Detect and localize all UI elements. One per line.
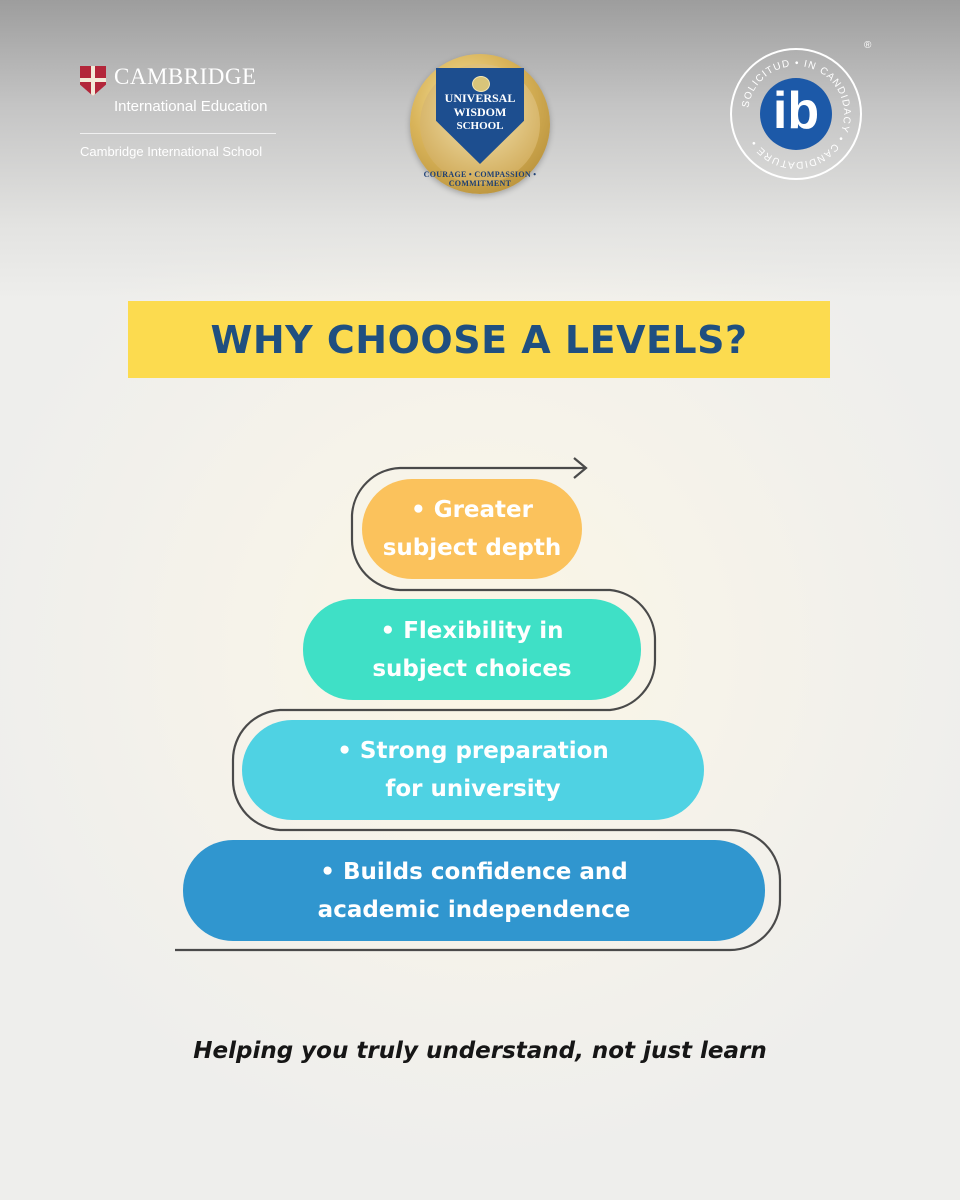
ib-logo: SOLICITUD • IN CANDIDACY • CANDIDATURE •… bbox=[730, 48, 862, 180]
step-4-line-2: academic independence bbox=[317, 896, 631, 923]
ib-mark: ib bbox=[772, 82, 820, 140]
cambridge-logo: CAMBRIDGE International Education Cambri… bbox=[80, 64, 280, 159]
step-builds-confidence: • Builds confidence and academic indepen… bbox=[183, 840, 765, 941]
page-title: WHY CHOOSE A LEVELS? bbox=[210, 317, 748, 362]
ib-core-icon: ib bbox=[760, 78, 832, 150]
emblem-motto: COURAGE • COMPASSION • COMMITMENT bbox=[423, 170, 537, 188]
step-3-line-1: • Strong preparation bbox=[337, 738, 609, 764]
emblem-line-3: SCHOOL bbox=[456, 120, 504, 132]
heading-banner: WHY CHOOSE A LEVELS? bbox=[128, 301, 830, 378]
tagline: Helping you truly understand, not just l… bbox=[193, 1038, 767, 1064]
step-1-line-1: • Greater bbox=[410, 497, 533, 523]
step-2-line-1: • Flexibility in bbox=[380, 617, 564, 644]
step-1-line-2: subject depth bbox=[382, 535, 562, 561]
step-flexibility: • Flexibility in subject choices bbox=[303, 599, 641, 700]
step-4-line-1: • Builds confidence and bbox=[320, 858, 628, 885]
cambridge-school-label: Cambridge International School bbox=[80, 144, 263, 159]
emblem-line-1: UNIVERSAL bbox=[444, 91, 516, 105]
staircase-path bbox=[175, 466, 782, 952]
registered-mark: ® bbox=[864, 40, 872, 51]
step-university-preparation: • Strong preparation for university bbox=[242, 720, 704, 820]
cambridge-subtitle: International Education bbox=[114, 98, 268, 115]
step-2-line-2: subject choices bbox=[372, 655, 572, 682]
step-greater-subject-depth: • Greater subject depth bbox=[362, 479, 582, 579]
arrow-head-icon bbox=[573, 457, 588, 479]
globe-icon bbox=[472, 76, 490, 92]
cambridge-divider bbox=[80, 133, 276, 134]
school-emblem: UNIVERSAL WISDOM SCHOOL COURAGE • COMPAS… bbox=[410, 54, 550, 194]
step-3-line-2: for university bbox=[385, 776, 561, 802]
emblem-line-2: WISDOM bbox=[453, 105, 507, 119]
cambridge-name: CAMBRIDGE bbox=[114, 64, 257, 89]
